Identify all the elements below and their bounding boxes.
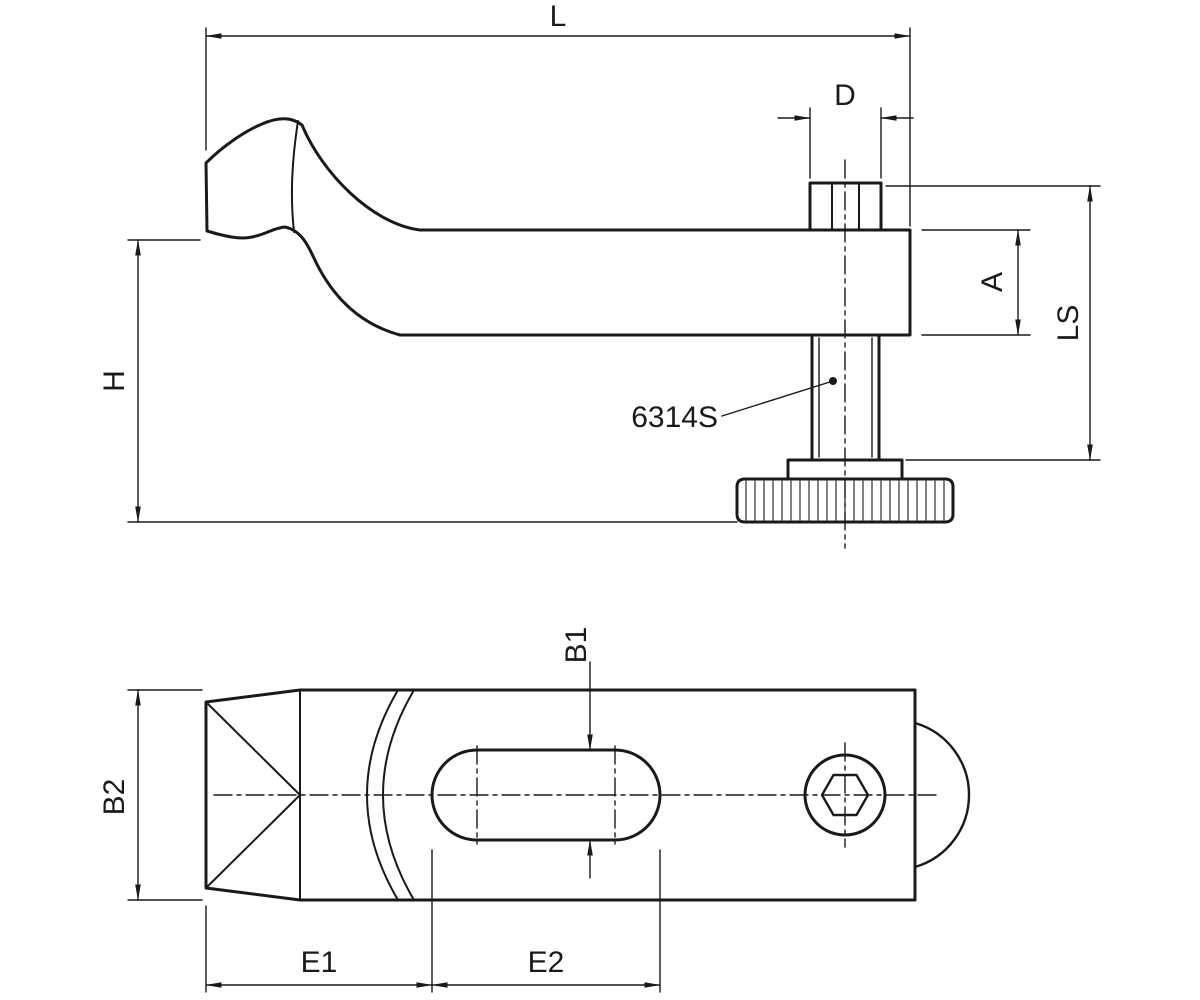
dim-B2-label: B2 — [98, 779, 131, 816]
top-view-dimensions — [127, 661, 661, 993]
callout-leader-dot — [829, 377, 837, 385]
dim-A-label: A — [976, 272, 1009, 292]
screw-shank — [810, 333, 881, 462]
screw-head — [808, 181, 883, 232]
dim-L-extension-lines — [205, 27, 911, 227]
dim-B2-extension-lines — [127, 689, 203, 901]
side-view-dimensions — [127, 27, 1101, 523]
slot-outline — [430, 748, 662, 842]
part-callout-label: 6314S — [631, 401, 718, 434]
clamp-nose-tangent-line — [290, 120, 299, 233]
dim-LS-label: LS — [1052, 305, 1085, 342]
callout-leader-line — [721, 380, 834, 417]
top-view — [127, 661, 971, 993]
dim-B1-label: B1 — [560, 627, 593, 664]
base-collar-arc — [913, 721, 971, 869]
screw-head-facet-lines — [831, 182, 860, 231]
dim-H-extension-lines — [127, 239, 738, 523]
dim-E1-label: E1 — [301, 946, 338, 979]
dim-L-label: L — [550, 0, 567, 33]
side-view — [127, 27, 1101, 549]
labels: L D A LS H 6314S B1 B2 E1 E2 — [98, 0, 1085, 979]
screw-thread-lines — [818, 337, 873, 458]
dim-E2-label: E2 — [528, 946, 565, 979]
nose-chamfer-lines — [205, 701, 301, 889]
screw-base — [735, 477, 955, 524]
hex-socket — [820, 773, 870, 817]
dim-LS-extension-lines — [885, 185, 1101, 461]
screw-base-knurling — [745, 480, 945, 521]
dim-A-extension-lines — [921, 229, 1031, 336]
dim-D-label: D — [834, 79, 856, 112]
dim-E-extension-lines — [205, 849, 661, 993]
screw-top-circle — [803, 753, 887, 837]
dim-H-label: H — [98, 370, 131, 392]
clamp-body-profile — [204, 117, 912, 337]
